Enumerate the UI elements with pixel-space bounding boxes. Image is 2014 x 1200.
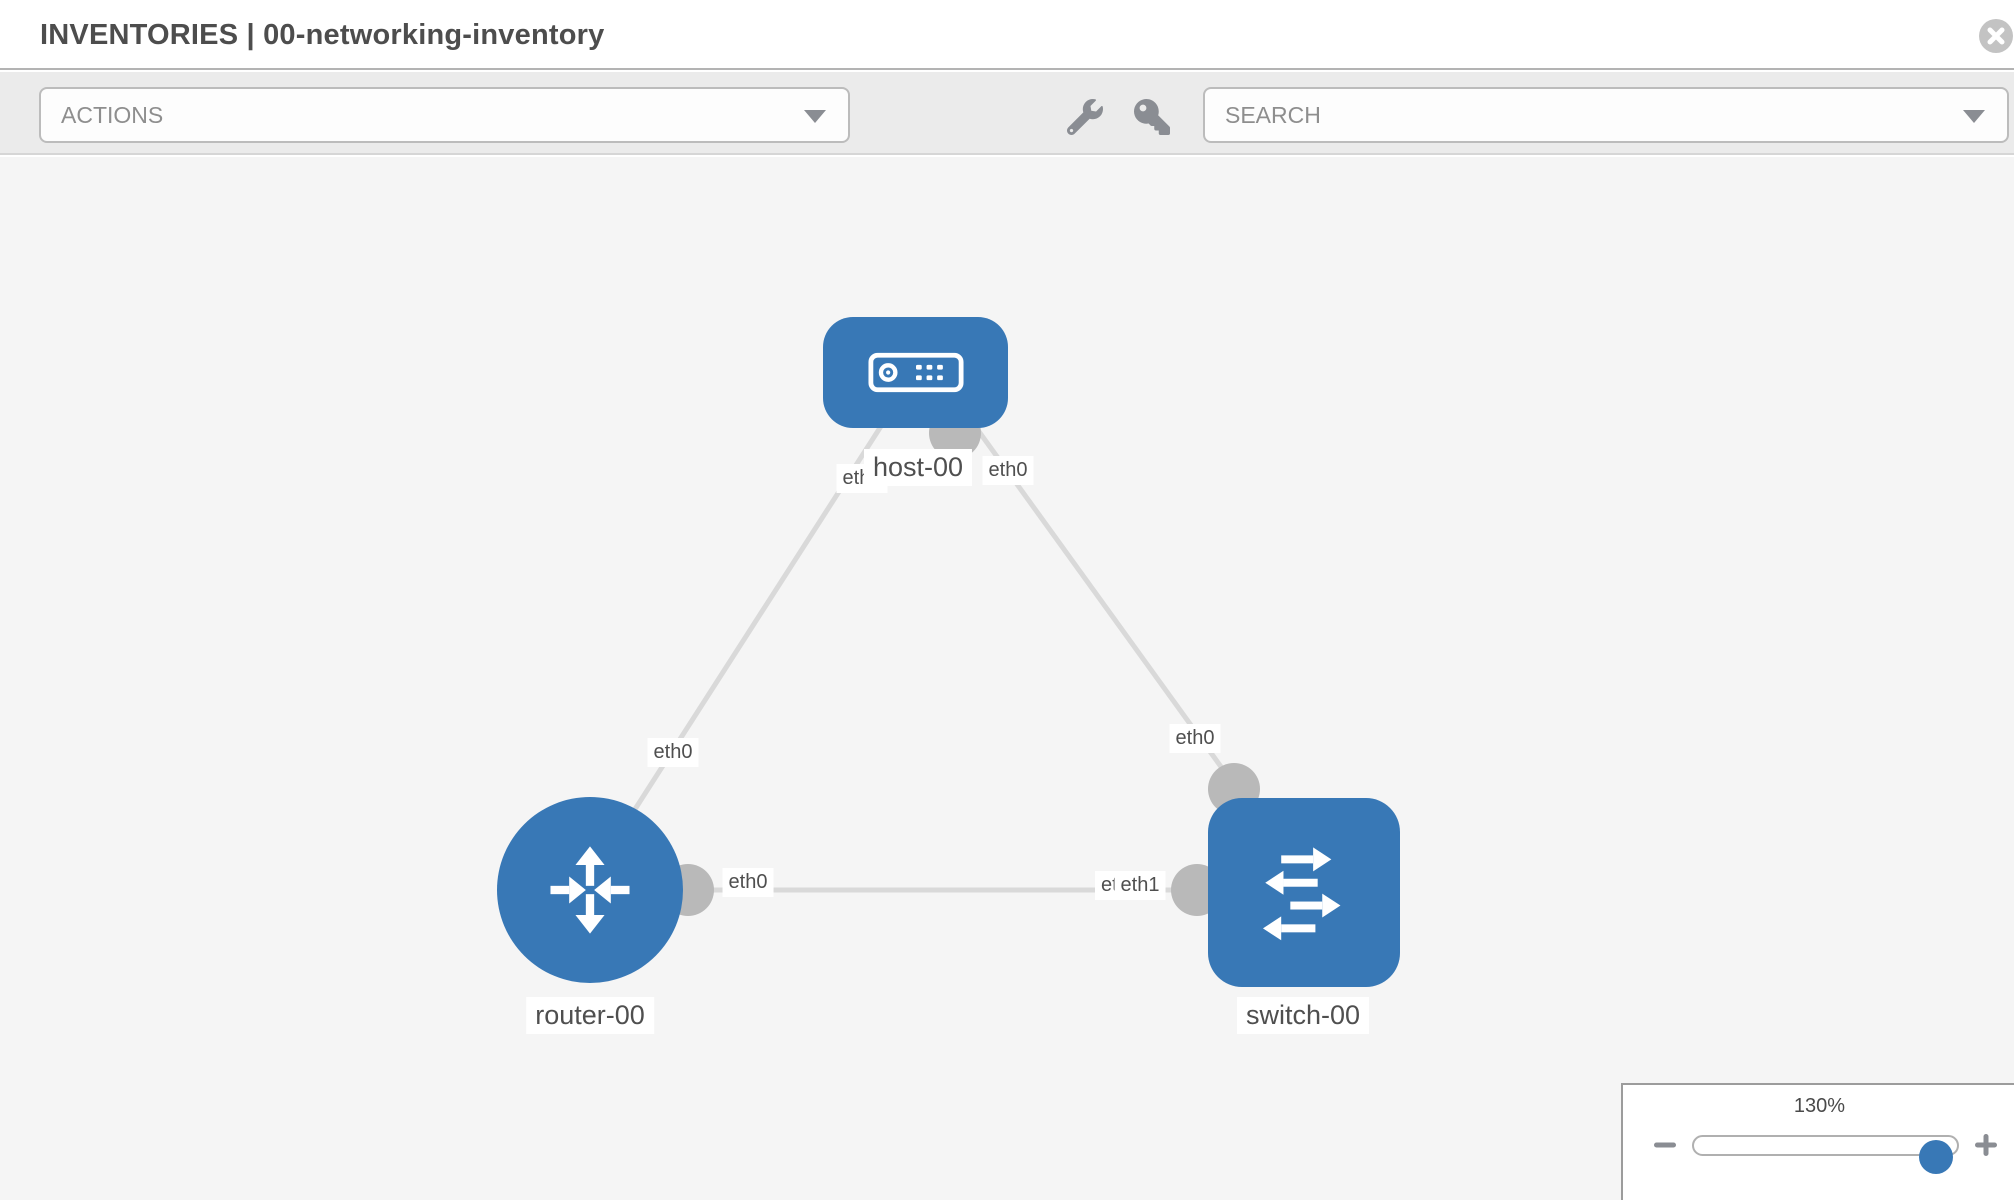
close-icon[interactable]: [1979, 19, 2013, 53]
router-arrows-icon: [550, 846, 630, 934]
node-label-router: router-00: [526, 997, 654, 1034]
node-label-switch: switch-00: [1236, 997, 1370, 1034]
wrench-icon[interactable]: [1066, 99, 1103, 136]
topology-edges: [609, 407, 1260, 916]
interface-label: eth0: [982, 456, 1034, 485]
interface-label: eth1: [1114, 871, 1166, 900]
search-dropdown[interactable]: SEARCH: [1203, 87, 2009, 143]
page-title: INVENTORIES | 00-networking-inventory: [40, 19, 605, 51]
node-router-00[interactable]: [497, 797, 683, 983]
actions-dropdown-label: ACTIONS: [61, 102, 164, 128]
key-icon[interactable]: [1134, 99, 1170, 135]
caret-down-icon: [1963, 110, 1985, 123]
zoom-level-value: 130%: [1793, 1095, 1846, 1117]
header: INVENTORIES | 00-networking-inventory: [0, 0, 2014, 70]
minus-icon[interactable]: [1652, 1132, 1678, 1158]
zoom-slider-thumb[interactable]: [1919, 1140, 1953, 1174]
interface-label: eth0: [1169, 724, 1221, 753]
zoom-slider-track[interactable]: [1692, 1135, 1959, 1174]
interface-label: eth0: [647, 738, 699, 767]
actions-dropdown[interactable]: ACTIONS: [39, 87, 850, 143]
caret-down-icon: [804, 110, 826, 123]
node-host-00[interactable]: [823, 317, 1008, 428]
node-label-host: host-00: [863, 449, 973, 486]
zoom-panel: 130%: [1621, 1083, 2014, 1200]
switch-arrows-icon: [1262, 846, 1341, 940]
x-glyph: [1987, 27, 2005, 45]
interface-label: eth0: [722, 868, 774, 897]
toolbar: ACTIONS SEARCH: [0, 72, 2014, 155]
topology-canvas[interactable]: eth0 eth0 eth0 eth0 eth0 eth0 eth1 host-…: [0, 157, 2014, 1200]
zoom-slider-row: [1623, 1125, 2014, 1174]
node-switch-00[interactable]: [1208, 798, 1400, 987]
search-dropdown-label: SEARCH: [1225, 102, 1321, 128]
plus-icon[interactable]: [1973, 1132, 1999, 1158]
server-icon: [867, 352, 964, 393]
